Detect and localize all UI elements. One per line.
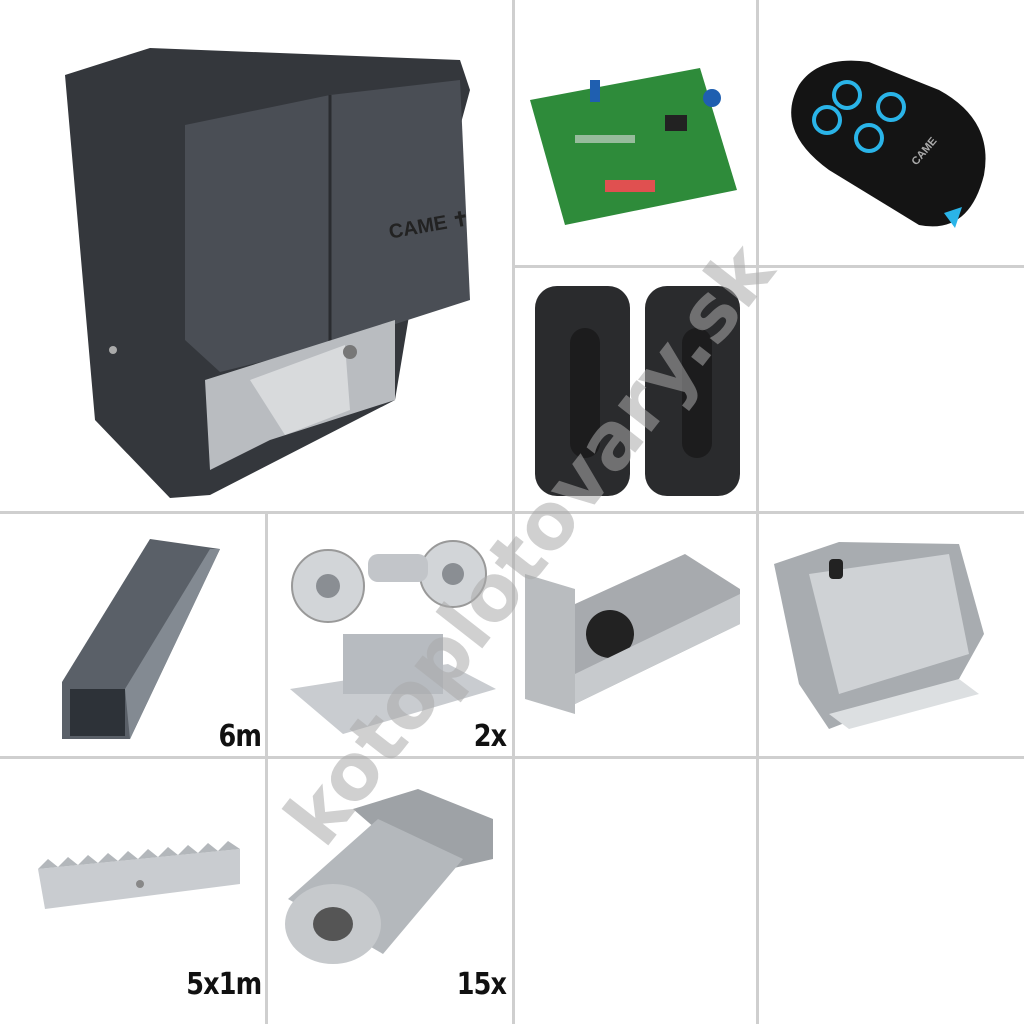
product-gear-rack[interactable]: 5x1m [0,759,265,1024]
product-roller-guide[interactable] [515,514,756,756]
receiver-board-image [530,68,737,225]
photocells-image [535,286,740,496]
quantity-label: 2x [473,719,507,754]
fixing-nut-image [285,789,493,964]
carriage-image [290,540,496,734]
product-gear-rail[interactable]: 6m [0,514,265,756]
product-carriage[interactable]: 2x [268,514,512,756]
product-remote[interactable]: CAME [759,0,1024,265]
grid-line [265,512,268,1024]
end-catcher-image [774,542,984,729]
product-receiver-board[interactable] [515,0,756,265]
roller-guide-image [525,554,740,714]
gear-rack-image [38,841,240,909]
product-end-catcher[interactable] [759,514,1024,756]
quantity-label: 6m [218,719,261,754]
quantity-label: 15x [456,967,507,1002]
product-fixing-nut[interactable]: 15x [268,759,512,1024]
product-photocells[interactable] [515,268,756,511]
quantity-label: 5x1m [185,967,262,1002]
motor-image: CAME ✝ [65,48,471,498]
grid-line [512,265,1024,268]
rail-image [62,539,220,739]
grid-line [0,511,1024,514]
remote-image: CAME [791,60,986,228]
grid-line [0,756,1024,759]
product-motor[interactable]: CAME ✝ [0,0,512,512]
